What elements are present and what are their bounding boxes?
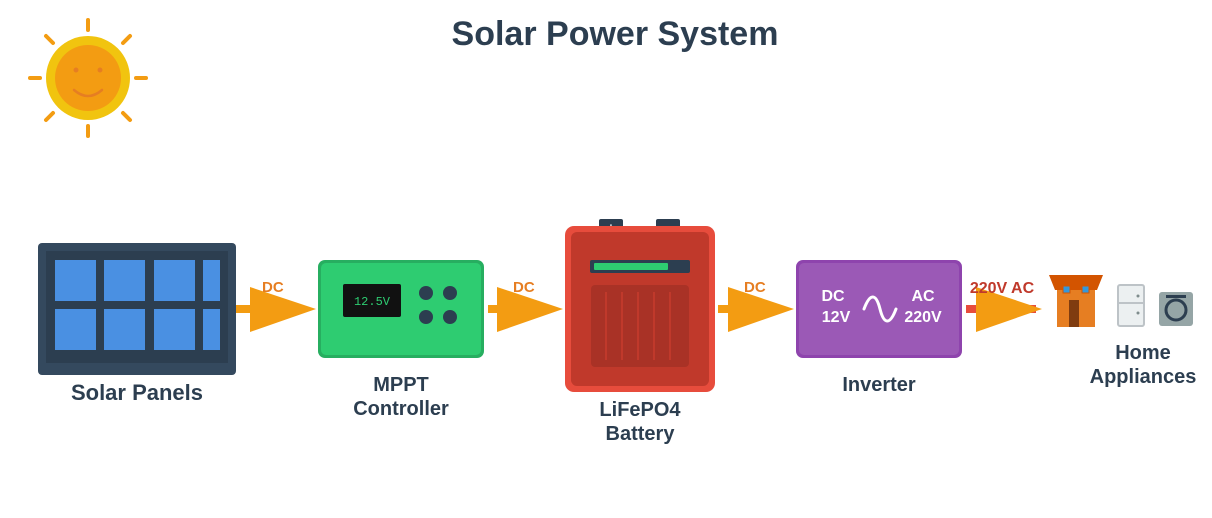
- dc-arrow-1: [236, 287, 316, 332]
- dc-arrow-2: [488, 287, 563, 332]
- washing-machine-icon: [1159, 292, 1193, 326]
- controller-display-value: 12.5V: [354, 295, 391, 309]
- inverter-icon: DC 12V AC 220V: [796, 260, 962, 358]
- diagram-title: Solar Power System: [452, 15, 779, 53]
- connection-label-4: 220V AC: [970, 280, 1035, 297]
- inverter-output-type: AC: [911, 288, 935, 305]
- refrigerator-icon: [1117, 284, 1145, 327]
- inverter-label: Inverter: [842, 374, 916, 396]
- mppt-label-line2: Controller: [353, 398, 449, 420]
- ac-arrow: [966, 287, 1042, 332]
- connection-label-3: DC: [744, 279, 766, 296]
- inverter-input-type: DC: [821, 288, 845, 305]
- inverter-input-voltage: 12V: [822, 309, 851, 326]
- sine-wave-icon: [862, 295, 898, 323]
- battery-label-line1: LiFePO4: [599, 399, 681, 421]
- mppt-controller-icon: 12.5V: [318, 260, 484, 358]
- connection-label-1: DC: [262, 279, 284, 296]
- battery-icon: + -: [565, 219, 715, 392]
- sun-icon: [28, 18, 148, 138]
- appliances-label-line1: Home: [1115, 342, 1171, 364]
- battery-label-line2: Battery: [606, 423, 676, 445]
- appliances-label-line2: Appliances: [1090, 366, 1197, 388]
- inverter-output-voltage: 220V: [904, 309, 942, 326]
- connection-label-2: DC: [513, 279, 535, 296]
- solar-panel-icon: [38, 243, 236, 375]
- house-icon: [1049, 275, 1103, 327]
- dc-arrow-3: [718, 287, 794, 332]
- solar-panels-label: Solar Panels: [71, 380, 203, 405]
- mppt-label-line1: MPPT: [373, 374, 429, 396]
